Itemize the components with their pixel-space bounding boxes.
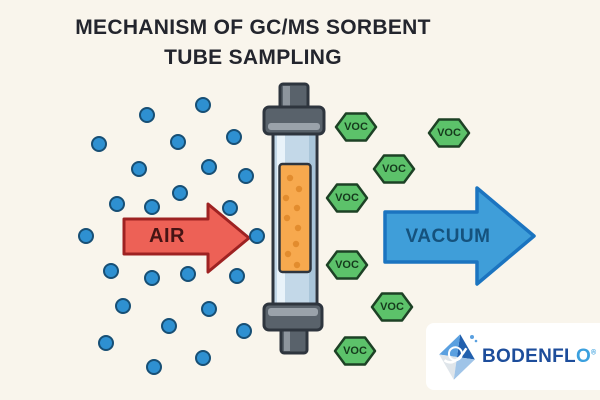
vacuum-arrow-icon: [383, 186, 536, 286]
air-particle: [170, 134, 186, 150]
brand-name: BODENFLO®: [482, 346, 597, 368]
hexagon-icon: [370, 292, 414, 322]
air-particle: [226, 129, 242, 145]
air-arrow-icon: [122, 202, 251, 274]
registered-mark: ®: [591, 349, 597, 357]
tube-top-collar: [262, 105, 326, 136]
air-particle: [78, 228, 94, 244]
diagram-title: MECHANISM OF GC/MS SORBENT TUBE SAMPLING: [0, 13, 506, 73]
air-particle: [201, 301, 217, 317]
voc-molecule: VOC: [325, 181, 369, 215]
hexagon-icon: [334, 112, 378, 142]
brand-name-suffix: O: [575, 345, 592, 367]
air-particle: [195, 97, 211, 113]
air-particle: [229, 268, 245, 284]
sorbent-material: [278, 162, 312, 274]
air-particle: [161, 318, 177, 334]
voc-label: VOC: [382, 163, 406, 175]
air-particle: [103, 263, 119, 279]
voc-molecule: VOC: [372, 152, 416, 186]
air-particle: [238, 168, 254, 184]
air-particle: [98, 335, 114, 351]
voc-molecule: VOC: [370, 290, 414, 324]
title-line-1: MECHANISM OF GC/MS SORBENT: [75, 16, 431, 39]
title-line-2: TUBE SAMPLING: [164, 46, 342, 69]
air-particle: [144, 199, 160, 215]
voc-label: VOC: [335, 259, 359, 271]
air-particle: [131, 161, 147, 177]
air-particle: [236, 323, 252, 339]
vacuum-flow-label: VACUUM: [405, 226, 491, 247]
voc-molecule: VOC: [325, 248, 369, 282]
hexagon-icon: [372, 154, 416, 184]
hexagon-icon: [333, 336, 377, 366]
hexagon-icon: [325, 183, 369, 213]
voc-label: VOC: [437, 127, 461, 139]
tube-bottom-collar: [262, 302, 324, 332]
air-particle: [249, 228, 265, 244]
air-flow-label: AIR: [149, 225, 185, 247]
air-particle: [201, 159, 217, 175]
air-particle: [146, 359, 162, 375]
voc-molecule: VOC: [427, 116, 471, 150]
air-particle: [195, 350, 211, 366]
air-particle: [139, 107, 155, 123]
voc-molecule: VOC: [334, 110, 378, 144]
voc-molecule: VOC: [333, 334, 377, 368]
voc-label: VOC: [344, 121, 368, 133]
brand-logo: BODENFLO®: [426, 323, 600, 390]
air-particle: [180, 266, 196, 282]
logo-diamond-kite-icon: [439, 333, 478, 380]
air-particle: [172, 185, 188, 201]
voc-label: VOC: [343, 345, 367, 357]
hexagon-icon: [325, 250, 369, 280]
brand-name-prefix: BODENFL: [482, 345, 576, 367]
sorbent-tube: [262, 82, 326, 355]
air-particle: [144, 270, 160, 286]
air-particle: [91, 136, 107, 152]
air-particle: [222, 200, 238, 216]
sorbent-granules: [282, 174, 303, 269]
air-particle: [115, 298, 131, 314]
hexagon-icon: [427, 118, 471, 148]
voc-label: VOC: [380, 301, 404, 313]
air-particle: [109, 196, 125, 212]
voc-label: VOC: [335, 192, 359, 204]
